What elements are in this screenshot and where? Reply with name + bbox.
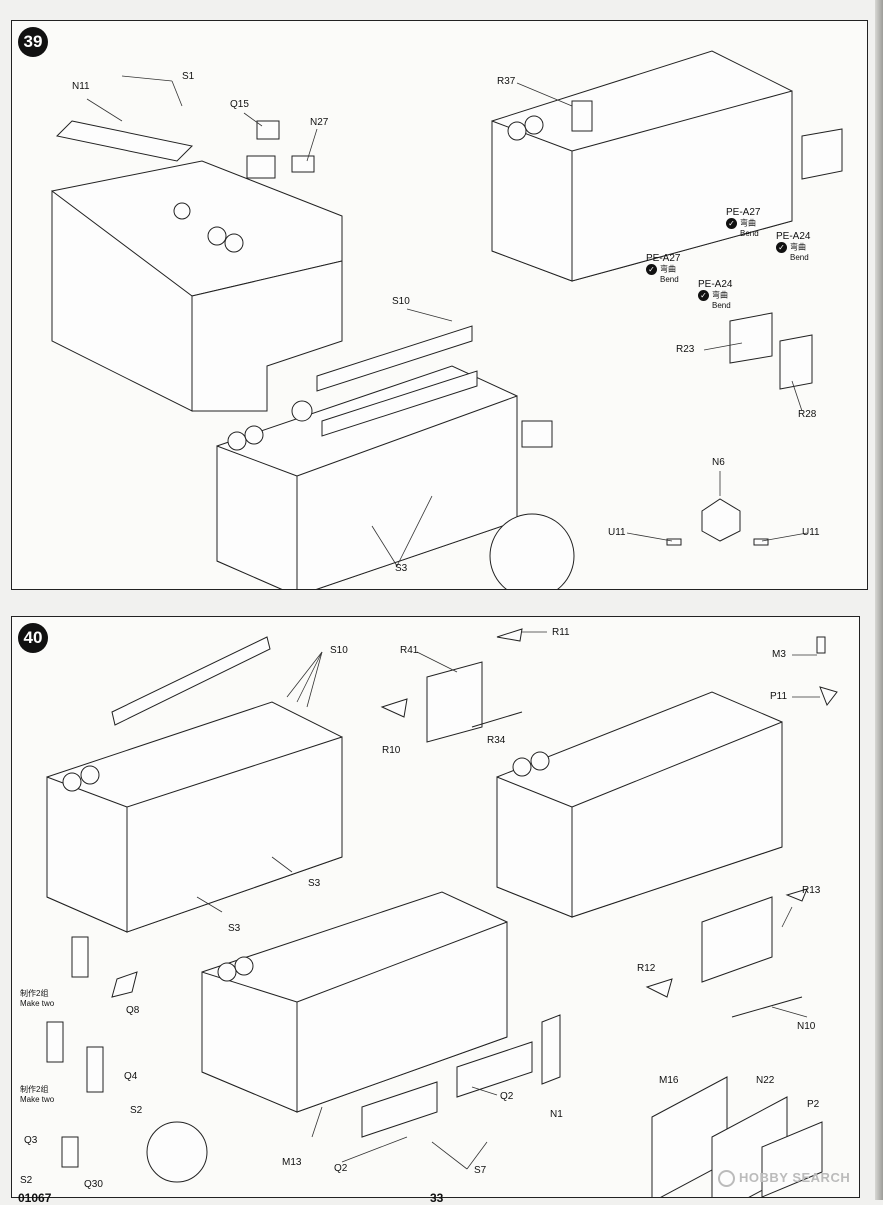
label-q4: Q4	[124, 1071, 138, 1082]
label-q3: Q3	[24, 1135, 38, 1146]
label-r10: R10	[382, 745, 401, 756]
label-q15: Q15	[230, 99, 249, 110]
kit-code: 01067	[18, 1191, 52, 1205]
label-n1: N1	[550, 1109, 563, 1120]
watermark-logo-icon	[718, 1170, 735, 1188]
step-number: 39	[18, 27, 48, 57]
step-number: 40	[18, 623, 48, 653]
label-p11: P11	[770, 691, 788, 702]
label-s7: S7	[474, 1165, 487, 1176]
label-s2-a: S2	[130, 1105, 143, 1116]
step-39-panel: 39	[11, 20, 868, 590]
label-s3: S3	[395, 563, 408, 574]
label-p2: P2	[807, 1099, 820, 1110]
bend-note: PE-A24 ✓弯曲 Bend	[698, 279, 733, 310]
label-q8: Q8	[126, 1005, 140, 1016]
label-u11-right: U11	[802, 527, 820, 538]
step-40-panel: 40	[11, 616, 860, 1198]
label-r23: R23	[676, 344, 695, 355]
step-40-drawings	[46, 628, 838, 1197]
label-s10: S10	[330, 645, 348, 656]
label-n22: N22	[756, 1075, 775, 1086]
label-n6: N6	[712, 457, 725, 468]
label-m13: M13	[282, 1157, 302, 1168]
label-s10: S10	[392, 296, 410, 307]
bend-note: PE-A27 ✓弯曲 Bend	[646, 253, 681, 284]
label-r13: R13	[802, 885, 821, 896]
label-q2-a: Q2	[500, 1091, 514, 1102]
watermark: HOBBY SEARCH	[718, 1170, 850, 1188]
label-r41: R41	[400, 645, 419, 656]
check-icon: ✓	[776, 242, 787, 253]
label-u11-left: U11	[608, 527, 626, 538]
label-r34: R34	[487, 735, 506, 746]
label-q30: Q30	[84, 1179, 103, 1190]
label-r37: R37	[497, 76, 516, 87]
page-number: 33	[430, 1191, 444, 1205]
label-n10: N10	[797, 1021, 816, 1032]
label-r12: R12	[637, 963, 656, 974]
label-r28: R28	[798, 409, 817, 420]
label-q2-b: Q2	[334, 1163, 348, 1174]
page-edge	[875, 0, 883, 1200]
label-s1: S1	[182, 71, 195, 82]
label-n27: N27	[310, 117, 329, 128]
label-m16: M16	[659, 1075, 679, 1086]
label-s3-b: S3	[228, 923, 241, 934]
bend-note: PE-A27 ✓弯曲 Bend	[726, 207, 761, 238]
label-n11: N11	[72, 81, 90, 92]
check-icon: ✓	[726, 218, 737, 229]
label-r11: R11	[552, 627, 570, 638]
label-s2-b: S2	[20, 1175, 33, 1186]
check-icon: ✓	[646, 264, 657, 275]
check-icon: ✓	[698, 290, 709, 301]
label-m3: M3	[772, 649, 786, 660]
bend-note: PE-A24 ✓弯曲 Bend	[776, 231, 811, 262]
label-s3-a: S3	[308, 878, 321, 889]
step-39-drawings	[51, 50, 843, 589]
